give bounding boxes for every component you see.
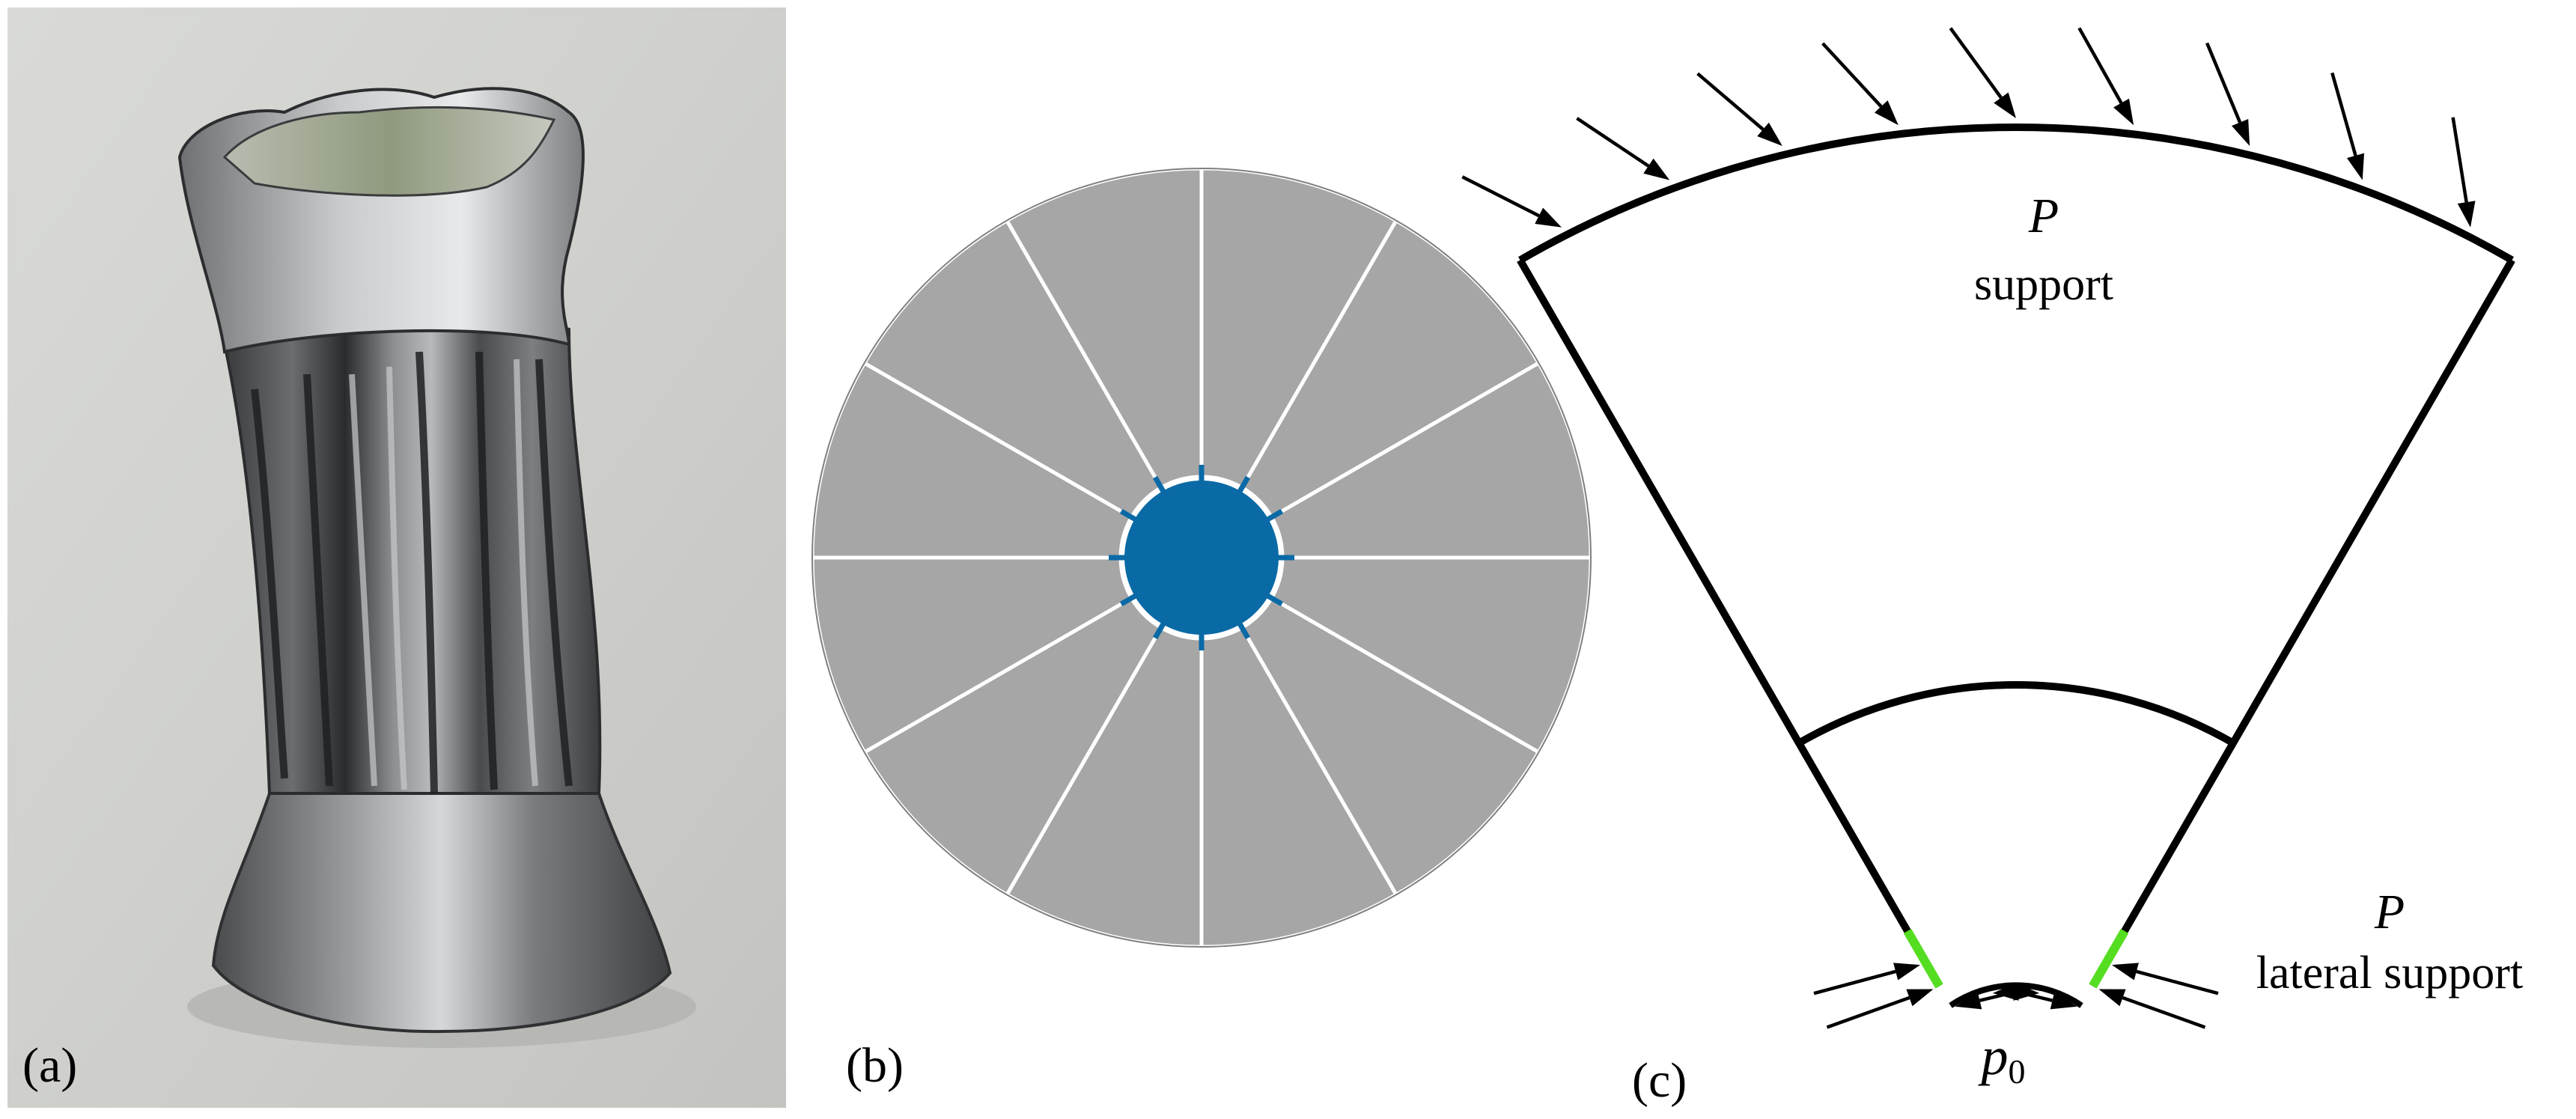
left-lateral-arrow	[1813, 963, 1920, 995]
middle-arc	[1797, 681, 2235, 747]
sectors	[810, 166, 1593, 949]
specimen-base	[211, 792, 672, 1034]
inner-pressure-label: p0	[1978, 1026, 2026, 1091]
specimen-opening	[222, 106, 556, 197]
inner-pressure-arrow	[2013, 982, 2040, 1001]
panel-c-label: (c)	[1632, 1053, 1687, 1108]
fold-lines	[251, 351, 573, 794]
panel-b-mesh: (b)	[810, 166, 1593, 1093]
lateral-load-arrows	[1813, 963, 2219, 1029]
top-load-arrow	[2451, 117, 2476, 228]
inner-pressure-arrows	[1955, 982, 2077, 1010]
panel-b-label: (b)	[846, 1038, 904, 1093]
top-load-arrow	[2205, 42, 2250, 146]
top-load-arrow	[2077, 27, 2134, 126]
mesh-outline	[812, 168, 1592, 948]
right-lateral-arrow	[2112, 963, 2219, 995]
top-load-arrow	[1576, 117, 1670, 180]
inner-pressure-symbol: p	[1978, 1026, 2009, 1086]
sector-geometry	[1517, 123, 2515, 1008]
outer-arc	[1518, 123, 2514, 263]
right-lateral-support-highlight	[2089, 928, 2129, 989]
panel-a-label: (a)	[22, 1038, 77, 1093]
top-load-arrow	[1461, 175, 1562, 228]
top-load-arrow	[1949, 27, 2016, 118]
top-load-arrows	[1461, 27, 2476, 228]
panel-c-schematic: P support P lateral support p0 (c)	[1461, 27, 2523, 1108]
left-lateral-support-highlight	[1903, 928, 1943, 989]
top-load-symbol: P	[2028, 189, 2059, 243]
inner-pressure-arrow	[2015, 990, 2077, 1010]
right-edge	[2089, 258, 2515, 988]
side-load-symbol: P	[2374, 885, 2405, 939]
side-boundary-label: lateral support	[2256, 948, 2523, 998]
top-load-arrow	[2330, 72, 2365, 180]
left-edge	[1517, 258, 1943, 988]
highlight-lines	[349, 359, 538, 790]
panel-a-photo: (a)	[7, 7, 786, 1108]
central-core	[1124, 481, 1279, 635]
top-load-arrow	[1696, 72, 1782, 146]
top-boundary-label: support	[1974, 259, 2113, 310]
right-lateral-arrow	[2098, 989, 2206, 1029]
inner-pressure-subscript: 0	[2009, 1052, 2026, 1091]
left-lateral-arrow	[1826, 989, 1934, 1029]
top-load-arrow	[1821, 42, 1898, 126]
